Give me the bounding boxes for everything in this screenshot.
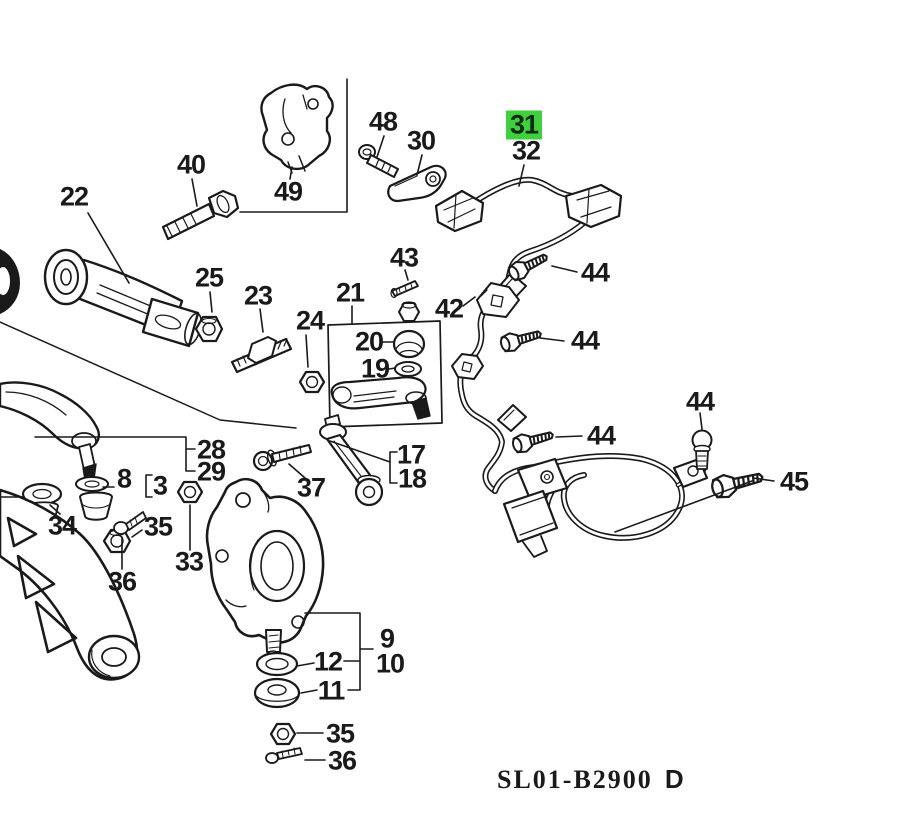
ball-seat-20 (392, 329, 426, 359)
part-label-44-3[interactable]: 44 (586, 420, 616, 451)
leader-line-upper-arm (0, 321, 297, 429)
bolt-36-lower (265, 747, 303, 764)
part-label-29[interactable]: 29 (196, 456, 226, 487)
part-label-12[interactable]: 12 (313, 646, 343, 677)
nut-35-lower (269, 722, 297, 746)
part-label-31[interactable]: 31 (505, 110, 543, 140)
diagram-code-suffix: D (664, 764, 686, 794)
bolt-40 (161, 189, 240, 241)
nut-33 (176, 480, 204, 504)
harness-sleeve (497, 404, 527, 432)
stud-23 (230, 336, 293, 374)
part-label-35-2[interactable]: 35 (325, 718, 355, 749)
compensator-arm (330, 376, 431, 420)
part-label-36-1[interactable]: 36 (107, 566, 137, 597)
harness-clip-42 (476, 282, 520, 318)
link-bolt-37 (252, 444, 312, 472)
harness-clip-lower (451, 353, 484, 380)
part-label-20[interactable]: 20 (354, 326, 384, 357)
rear-knuckle (205, 477, 325, 644)
part-label-44-1[interactable]: 44 (580, 257, 610, 288)
part-label-11[interactable]: 11 (317, 675, 346, 706)
upper-arm-ball-joint (0, 381, 100, 481)
bracket-49 (260, 83, 334, 174)
part-label-23[interactable]: 23 (243, 280, 273, 311)
part-label-3[interactable]: 3 (152, 470, 168, 501)
nut-24 (298, 370, 326, 394)
harness-connector-right (564, 183, 623, 229)
part-label-37[interactable]: 37 (296, 472, 326, 503)
part-label-33[interactable]: 33 (174, 546, 204, 577)
part-label-44-4[interactable]: 44 (685, 386, 715, 417)
part-label-45[interactable]: 45 (779, 466, 809, 497)
part-label-28[interactable]: 28 (196, 434, 226, 465)
bolt-36-upper (113, 511, 147, 535)
part-label-18[interactable]: 18 (397, 463, 427, 494)
part-label-42[interactable]: 42 (434, 293, 464, 324)
part-label-40[interactable]: 40 (176, 149, 206, 180)
sensor-bracket-plate (516, 457, 569, 501)
trailing-arm-22 (43, 248, 202, 348)
part-label-10[interactable]: 10 (375, 648, 405, 679)
lower-arm (0, 488, 141, 681)
part-label-21[interactable]: 21 (335, 277, 365, 308)
cut-arm-fragment (0, 249, 20, 314)
bushing-11 (253, 677, 301, 709)
part-label-19[interactable]: 19 (360, 353, 390, 384)
ball-stud-44-d (691, 429, 713, 470)
part-label-49[interactable]: 49 (273, 176, 303, 207)
part-label-48[interactable]: 48 (368, 106, 398, 137)
part-label-22[interactable]: 22 (59, 181, 89, 212)
castle-nut (398, 301, 420, 322)
diagram-code-text: SL01-B2900 (497, 765, 653, 794)
leader-lines (0, 78, 775, 761)
wheel-sensor-body (502, 489, 559, 558)
group-box-21 (327, 280, 443, 428)
bolt-48 (358, 144, 399, 178)
part-label-30[interactable]: 30 (406, 125, 436, 156)
ring-12 (255, 651, 299, 677)
nut-25 (194, 315, 224, 343)
part-label-35-1[interactable]: 35 (143, 511, 173, 542)
part-label-44-2[interactable]: 44 (570, 325, 600, 356)
part-label-32[interactable]: 32 (511, 135, 541, 166)
part-label-36-2[interactable]: 36 (327, 745, 357, 776)
harness-connector-left (434, 189, 485, 233)
diagram-code: SL01-B2900 D (497, 766, 686, 793)
stabilizer-link-17-18 (319, 414, 384, 507)
part-label-8[interactable]: 8 (116, 463, 132, 494)
ring-19 (394, 361, 422, 377)
part-label-25[interactable]: 25 (194, 262, 224, 293)
part-label-24[interactable]: 24 (295, 305, 325, 336)
pin-43 (390, 280, 419, 299)
part-label-9[interactable]: 9 (379, 623, 395, 654)
part-label-34[interactable]: 34 (47, 510, 77, 541)
part-label-43[interactable]: 43 (389, 242, 419, 273)
washer-bushing-8 (75, 476, 113, 521)
part-label-17[interactable]: 17 (396, 439, 426, 470)
sensor-30 (387, 164, 447, 203)
